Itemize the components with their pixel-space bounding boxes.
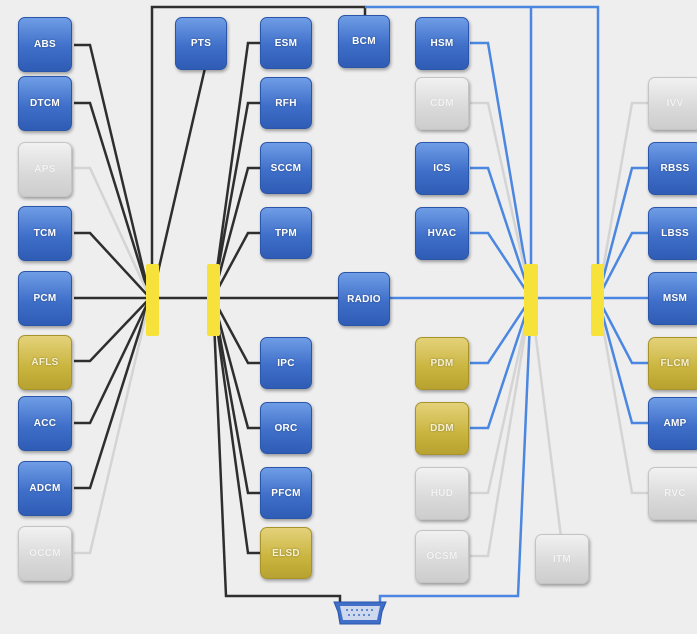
- node-pts: PTS: [175, 17, 227, 70]
- node-msm: MSM: [648, 272, 697, 325]
- node-cdm: CDM: [415, 77, 469, 130]
- node-dtcm: DTCM: [18, 76, 72, 131]
- junction-left: [146, 264, 159, 336]
- node-itm: ITM: [535, 534, 589, 584]
- right-junction-wires: [470, 41, 564, 558]
- node-hvac: HVAC: [415, 207, 469, 260]
- node-acc: ACC: [18, 396, 72, 451]
- node-pfcm: PFCM: [260, 467, 312, 519]
- connector-leads: [211, 297, 533, 602]
- node-lbss: LBSS: [648, 207, 697, 260]
- node-rfh: RFH: [260, 77, 312, 129]
- top-blue-bus: [365, 5, 600, 268]
- node-rvc: RVC: [648, 467, 697, 520]
- node-ipc: IPC: [260, 337, 312, 389]
- node-rbss: RBSS: [648, 142, 697, 195]
- node-hsm: HSM: [415, 17, 469, 70]
- node-ocsm: OCSM: [415, 530, 469, 583]
- node-abs: ABS: [18, 17, 72, 72]
- diagnostic-connector-icon: [333, 601, 387, 625]
- node-ddm: DDM: [415, 402, 469, 455]
- left-junction-wires: [74, 43, 213, 555]
- junction-right: [524, 264, 538, 336]
- node-pdm: PDM: [415, 337, 469, 390]
- node-tpm: TPM: [260, 207, 312, 259]
- node-bcm: BCM: [338, 15, 390, 68]
- junction-mid: [207, 264, 220, 336]
- node-pcm: PCM: [18, 271, 72, 326]
- node-aps: APS: [18, 142, 72, 197]
- node-orc: ORC: [260, 402, 312, 454]
- junction-far-right: [591, 264, 604, 336]
- node-esm: ESM: [260, 17, 312, 69]
- node-hud: HUD: [415, 467, 469, 520]
- node-amp: AMP: [648, 397, 697, 450]
- node-ics: ICS: [415, 142, 469, 195]
- mid-junction-wires: [211, 41, 340, 555]
- node-ivv: IVV: [648, 77, 697, 130]
- node-radio: RADIO: [338, 272, 390, 326]
- far-right-junction-wires: [596, 101, 650, 495]
- node-tcm: TCM: [18, 206, 72, 261]
- node-sccm: SCCM: [260, 142, 312, 194]
- node-occm: OCCM: [18, 526, 72, 581]
- node-elsd: ELSD: [260, 527, 312, 579]
- node-flcm: FLCM: [648, 337, 697, 390]
- node-afls: AFLS: [18, 335, 72, 390]
- node-adcm: ADCM: [18, 461, 72, 516]
- junction-bars: [146, 264, 604, 336]
